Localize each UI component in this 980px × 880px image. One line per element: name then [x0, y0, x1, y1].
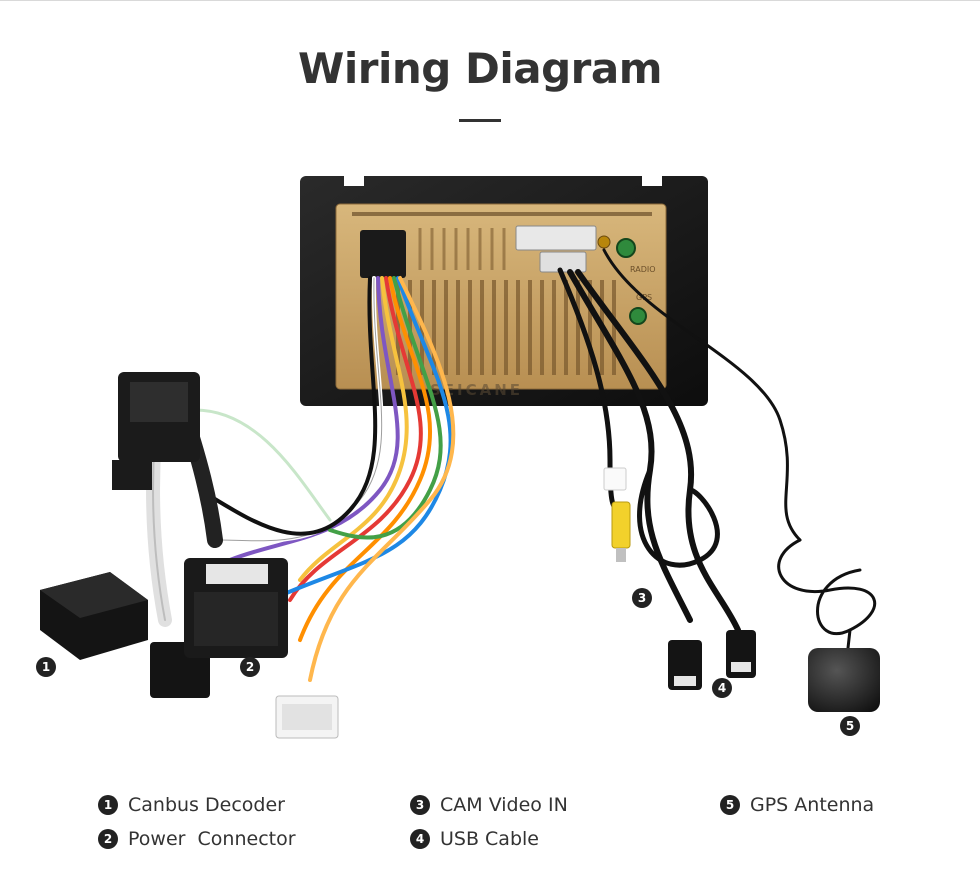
- legend-number: 5: [720, 795, 740, 815]
- legend-item-canbus-decoder: 1 Canbus Decoder: [98, 794, 285, 816]
- legend-label: CAM Video IN: [440, 794, 568, 816]
- legend-item-usb-cable: 4 USB Cable: [410, 828, 539, 850]
- camera-rca-plug: [603, 467, 631, 562]
- legend-number: 3: [410, 795, 430, 815]
- legend-number: 2: [98, 829, 118, 849]
- av-usb-cables: [557, 248, 877, 650]
- legend-item-power-connector: 2 Power Connector: [98, 828, 296, 850]
- legend-label: Canbus Decoder: [128, 794, 285, 816]
- marker-3: 3: [632, 588, 652, 608]
- canbus-harness-plug: [112, 372, 200, 490]
- legend-number: 1: [98, 795, 118, 815]
- marker-2: 2: [240, 657, 260, 677]
- wiring-illustration: RADIO GPS SEICANE: [40, 176, 880, 739]
- gps-antenna-puck: [808, 648, 880, 712]
- top-divider: [0, 0, 980, 1]
- radio-port-label: RADIO: [630, 265, 656, 274]
- legend: 1 Canbus Decoder 2 Power Connector 3 CAM…: [0, 790, 980, 870]
- head-unit: RADIO GPS SEICANE: [300, 176, 708, 406]
- page-title: Wiring Diagram: [298, 44, 662, 93]
- legend-number: 4: [410, 829, 430, 849]
- power-wire-bundle: [198, 276, 456, 682]
- legend-label: GPS Antenna: [750, 794, 875, 816]
- marker-4: 4: [712, 678, 732, 698]
- power-connector-plug: [184, 558, 288, 658]
- legend-item-cam-video-in: 3 CAM Video IN: [410, 794, 568, 816]
- legend-item-gps-antenna: 5 GPS Antenna: [720, 794, 874, 816]
- usb-plugs: [668, 630, 756, 690]
- legend-label: Power Connector: [128, 828, 296, 850]
- brand-watermark: SEICANE: [430, 381, 523, 399]
- title-underline: [459, 119, 501, 122]
- marker-5: 5: [840, 716, 860, 736]
- legend-label: USB Cable: [440, 828, 539, 850]
- white-harness-plug: [275, 695, 339, 739]
- marker-1: 1: [36, 657, 56, 677]
